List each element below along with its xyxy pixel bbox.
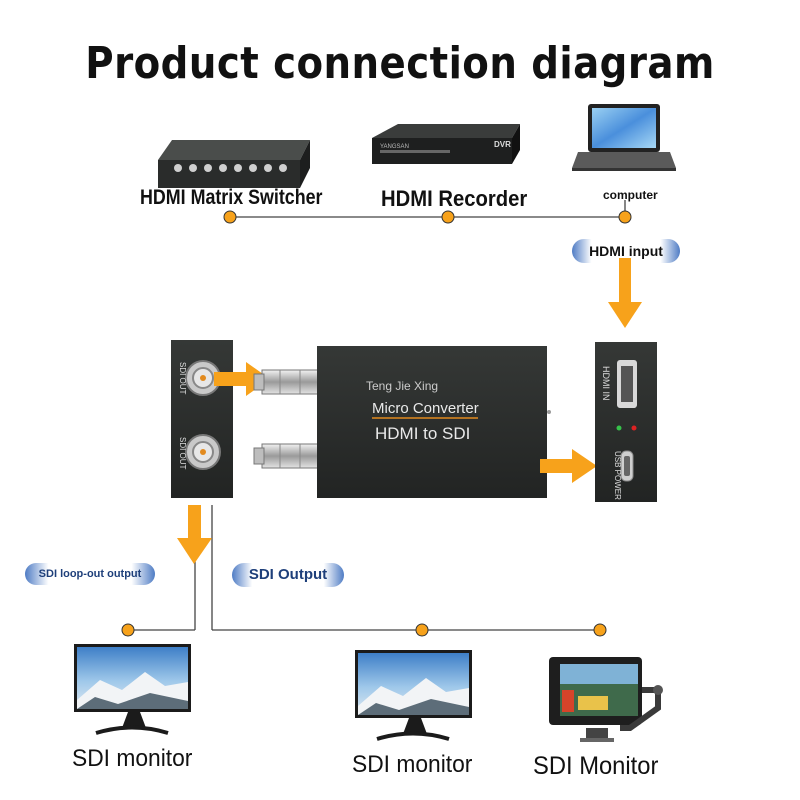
sdi-out-port-2-label: SDI OUT	[178, 437, 187, 470]
recorder-dot	[441, 210, 455, 224]
hdmi-input-arrow	[608, 258, 642, 328]
sdi-out-port-1-label: SDI OUT	[178, 362, 187, 395]
converter-side-panel	[595, 342, 657, 502]
monitor-1-label: SDI monitor	[72, 745, 193, 772]
hdmi-in-port-label: HDMI IN	[601, 366, 611, 401]
sdi-output-plate	[171, 340, 233, 498]
connection-dots	[121, 210, 632, 637]
recorder-brand: YANGSAN	[380, 144, 409, 150]
converter-box	[317, 346, 551, 498]
sdi-loop-out-label: SDI loop-out output	[25, 563, 155, 585]
page-title: Product connection diagram	[85, 38, 715, 89]
monitor-3-image	[549, 657, 663, 742]
usb-power-port-label: USB POWER	[613, 451, 622, 500]
hdmi-matrix-switcher-image	[158, 140, 310, 188]
matrix-dot	[223, 210, 237, 224]
computer-image	[572, 104, 676, 171]
monitor-3-label: SDI Monitor	[533, 752, 659, 780]
matrix-switcher-label: HDMI Matrix Switcher	[140, 186, 323, 209]
hdmi-input-label: HDMI input	[572, 239, 680, 263]
monitor3-dot	[593, 623, 607, 637]
converter-line1: Micro Converter	[372, 400, 479, 417]
recorder-label: HDMI Recorder	[381, 186, 528, 211]
sdi-output-label: SDI Output	[232, 563, 344, 587]
loop-out-arrow	[177, 505, 212, 564]
computer-dot	[618, 210, 632, 224]
monitor1-dot	[121, 623, 135, 637]
bnc-connectors	[253, 369, 321, 469]
converter-brand: Teng Jie Xing	[366, 379, 439, 393]
monitor-1-image	[74, 644, 191, 735]
computer-label: computer	[603, 188, 658, 202]
usb-power-arrow	[540, 449, 597, 483]
monitor-2-image	[355, 650, 472, 741]
recorder-badge: DVR	[494, 140, 511, 149]
monitor-2-label: SDI monitor	[352, 751, 473, 778]
converter-line2: HDMI to SDI	[375, 424, 471, 443]
hdmi-recorder-image	[372, 124, 520, 164]
monitor2-dot	[415, 623, 429, 637]
